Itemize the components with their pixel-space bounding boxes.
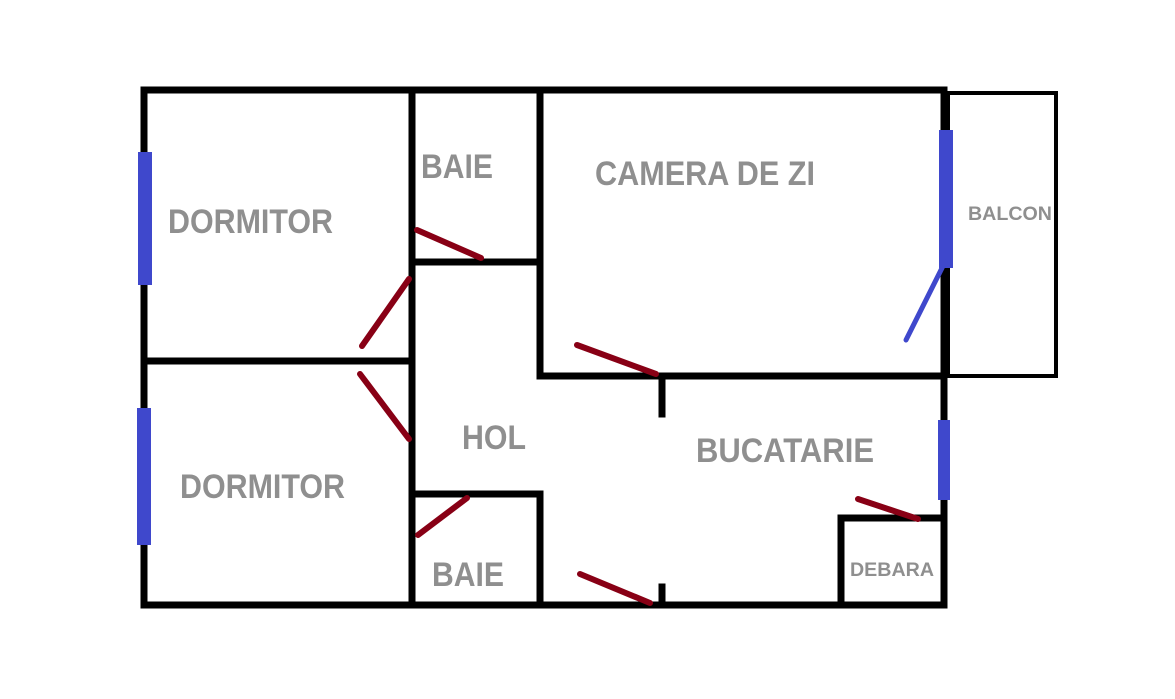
label-bedroom-bottom: DORMITOR [180,468,345,506]
label-living-room: CAMERA DE ZI [595,155,815,193]
balcony-outline [946,91,1058,378]
door-bathroom-top [414,227,484,261]
label-pantry: DEBARA [850,560,934,581]
label-bathroom-top: BAIE [421,148,493,186]
label-bathroom-bottom: BAIE [432,556,504,594]
door-bathroom-bottom [415,495,470,538]
label-hall: HOL [462,419,526,457]
door-pantry [855,496,921,522]
door-living-room [574,342,659,377]
label-balcony: BALCON [968,204,1052,225]
room-labels: DORMITOR BAIE CAMERA DE ZI BALCON HOL BU… [168,148,1052,594]
door-bedroom-bottom [357,371,412,442]
door-bedroom-top [359,276,412,349]
windows [137,130,953,545]
label-bedroom-top: DORMITOR [168,203,333,241]
doors [357,227,921,606]
balcony-door [903,259,948,343]
label-kitchen: BUCATARIE [696,432,874,470]
door-entrance [577,571,653,606]
